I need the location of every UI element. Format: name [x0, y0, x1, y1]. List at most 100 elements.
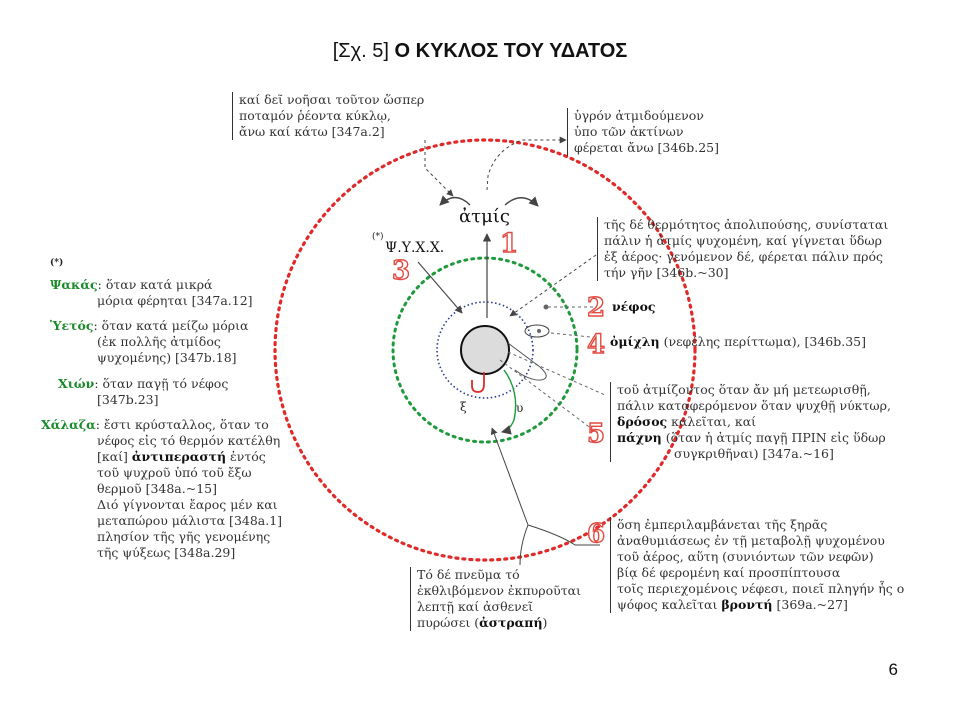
note-line: (ἐκ πολλῆς ἀτμίδος: [97, 334, 221, 349]
omichli-rest: (νεφέλης περίττωμα), [346b.35]: [663, 334, 867, 349]
note-line: ὅση ἐμπεριλαμβάνεται τῆς ξηρᾶς: [617, 517, 828, 532]
title-text: Ο ΚΥΚΛΟΣ ΤΟΥ ΥΔΑΤΟΣ: [394, 40, 628, 62]
page-number: 6: [888, 660, 898, 679]
arrow-psyxx: [417, 261, 463, 314]
chalaza-term: Χάλαζα: [41, 417, 96, 432]
chalaza-entos: ἐντός: [230, 449, 266, 464]
upsilon-label: υ: [516, 401, 524, 415]
number-5: 5: [586, 419, 606, 449]
pachni-rest: (ὅταν ἡ ἀτμίς παγῇ ΠΡΙΝ εἰς ὕδωρ: [665, 430, 886, 445]
arrow-to-top-right-note: [486, 136, 567, 191]
outer-circle: [273, 138, 697, 562]
inner-circle: [436, 301, 534, 399]
number-6: 6: [586, 519, 606, 549]
note-line: τοῦ ἀτμίζοντος ὅταν ἄν μή μετεωρισθῇ,: [617, 382, 871, 397]
note-line: ὑγρόν ἀτμιδούμενον: [574, 108, 704, 123]
note-line: τήν γῆν [346b.~30]: [604, 265, 729, 280]
omichli-line: [550, 332, 601, 339]
note-line: [καί] ἀντιπεραστή ἐντός: [41, 449, 282, 465]
note-line: θερμοῦ [348a.~15]: [97, 481, 217, 496]
lightning-pre: πυρώσει (: [417, 615, 480, 630]
note-line: Ψακάς: ὅταν κατά μικρά: [50, 277, 253, 293]
note-line: τοῖς περιεχομένοις νέφεσι, ποιεῖ πληγήν …: [617, 581, 905, 596]
nefos-dot: [543, 304, 549, 310]
number-4: 4: [586, 330, 606, 360]
note-line: ἐκθλιβόμενον ἐκπυροῦται: [417, 583, 581, 598]
note-mist: ὀμίχλη (νεφέλης περίττωμα), [346b.35]: [610, 334, 866, 350]
psyxx-label: Ψ.Υ.Χ.Χ.: [385, 240, 445, 256]
note-thunder: ὅση ἐμπεριλαμβάνεται τῆς ξηρᾶς ἀναθυμιάσ…: [610, 517, 904, 613]
note-line: τῆς ψύξεως [348a.29]: [97, 545, 236, 560]
note-line: καί δεῖ νοῆσαι τοῦτον ὥσπερ: [239, 92, 425, 107]
drosos-loop: [507, 342, 547, 381]
thunder-ref: [369a.~27]: [776, 597, 848, 612]
note-line: μεταπώρου μάλιστα [348a.1]: [97, 513, 283, 528]
note-vapor-rising: ὑγρόν ἀτμιδούμενον ὑπο τῶν ἀκτίνων φέρετ…: [567, 108, 719, 156]
atmis-label: ἀτμίς: [459, 206, 510, 227]
nefos-label: νέφος: [612, 299, 656, 314]
omichli-ellipse: [524, 324, 550, 338]
arrow-from-top-left-note: [424, 140, 454, 197]
arrow-from-right-note: [509, 254, 597, 317]
note-line: συγκριθῆναι) [347a.~16]: [674, 446, 834, 461]
note-line: μόρια φέρηται [347a.12]: [97, 293, 253, 308]
number-2: 2: [586, 293, 606, 323]
note-line: ἀναθυμιάσεως ἐν τῇ μεταβολῇ ψυχομένου: [617, 533, 885, 548]
bronti-term: βροντή: [721, 597, 773, 612]
earth-circle: [460, 325, 510, 375]
note-dew-frost: τοῦ ἀτμίζοντος ὅταν ἄν μή μετεωρισθῇ, πά…: [610, 382, 891, 462]
psakas-term: Ψακάς: [50, 277, 98, 292]
note-chion: Χιών: ὅταν παγῇ τό νέφος [347b.23]: [58, 376, 228, 408]
note-line: πάχνη (ὅταν ἡ ἀτμίς παγῇ ΠΡΙΝ εἰς ὕδωρ: [617, 430, 891, 446]
note-line: Ὑετός: ὅταν κατά μείζω μόρια: [50, 318, 249, 334]
note-line: Τό δέ πνεῦμα τό: [417, 567, 520, 582]
note-lightning: Τό δέ πνεῦμα τό ἐκθλιβόμενον ἐκπυροῦται …: [410, 567, 581, 631]
drosos-line-2: [499, 359, 601, 436]
number-3: 3: [391, 256, 411, 286]
note-yetos: Ὑετός: ὅταν κατά μείζω μόρια (ἐκ πολλῆς …: [50, 318, 249, 366]
note-psakas: Ψακάς: ὅταν κατά μικρά μόρια φέρηται [34…: [50, 277, 253, 309]
note-line: τοῦ ψυχροῦ ὑπό τοῦ ἔξω: [97, 465, 252, 480]
number-1: 1: [499, 229, 519, 259]
omichli-label: ὀμίχλη: [610, 334, 660, 349]
note-line: ποταμόν ῥέοντα κύκλῳ,: [239, 108, 391, 123]
note-line: φέρεται ἄνω [346b.25]: [574, 140, 719, 155]
note-line: Χάλαζα: ἔστι κρύσταλλος, ὅταν το: [41, 417, 282, 433]
yetos-term: Ὑετός: [50, 318, 94, 333]
figure-label: [Σχ. 5]: [332, 40, 389, 62]
note-condensation: τῆς δέ θερμότητος ἀπολιπούσης, συνίστατα…: [597, 217, 888, 281]
note-chalaza: Χάλαζα: ἔστι κρύσταλλος, ὅταν το νέφος ε…: [41, 417, 282, 561]
note-line: ὑπο τῶν ἀκτίνων: [574, 124, 684, 139]
note-line: τῆς δέ θερμότητος ἀπολιπούσης, συνίστατα…: [604, 217, 889, 232]
arrow-down-lightning: [490, 427, 529, 526]
chalaza-text: : ἔστι κρύσταλλος, ὅταν το: [95, 417, 269, 432]
curve-arrow-left: [439, 195, 471, 206]
antiperastasi-term: ἀντιπεραστή: [131, 449, 227, 464]
note-line: πάλιν καταφερόμενον ὅταν ψυχθῇ νύκτωρ,: [617, 398, 891, 413]
note-line: βίᾳ δέ φερομένη καί προσπίπτουσα: [617, 565, 841, 580]
lightning-branch: [519, 524, 529, 566]
upsilon-arrow: [501, 369, 517, 435]
curve-arrow-right: [504, 196, 539, 207]
note-line: Χιών: ὅταν παγῇ τό νέφος: [58, 376, 228, 392]
yetos-text: : ὅταν κατά μείζω μόρια: [93, 318, 249, 333]
note-line: πάλιν ἡ ἀτμίς ψυχομένη, καί γίγνεται ὕδω…: [604, 233, 882, 248]
note-line: ψόφος καλεῖται βροντή [369a.~27]: [617, 597, 904, 613]
note-line: ἄνω καί κάτω [347a.2]: [239, 124, 385, 139]
chion-text: : ὅταν παγῇ τό νέφος: [94, 376, 229, 391]
drosos-term: δρόσος: [617, 414, 668, 429]
thunder-pre: ψόφος καλεῖται: [617, 597, 718, 612]
psakas-text: : ὅταν κατά μικρά: [97, 277, 213, 292]
note-line: [347b.23]: [97, 392, 159, 407]
lightning-post: ): [542, 615, 548, 630]
note-river-cycle: καί δεῖ νοῆσαι τοῦτον ὥσπερ ποταμόν ῥέον…: [232, 92, 424, 140]
page-title: [Σχ. 5] Ο ΚΥΚΛΟΣ ΤΟΥ ΥΔΑΤΟΣ: [0, 40, 960, 63]
note-line: πυρώσει (ἀστραπή): [417, 615, 581, 631]
astrapi-term: ἀστραπή: [479, 615, 543, 630]
drosos-rest: καλεῖται, καί: [671, 414, 757, 429]
pachni-term: πάχνη: [617, 430, 662, 445]
note-line: λεπτῇ καί ἀσθενεῖ: [417, 599, 534, 614]
left-asterisk: (*): [50, 258, 64, 268]
note-line: Διό γίγνονται ἔαρος μέν και: [97, 497, 278, 512]
